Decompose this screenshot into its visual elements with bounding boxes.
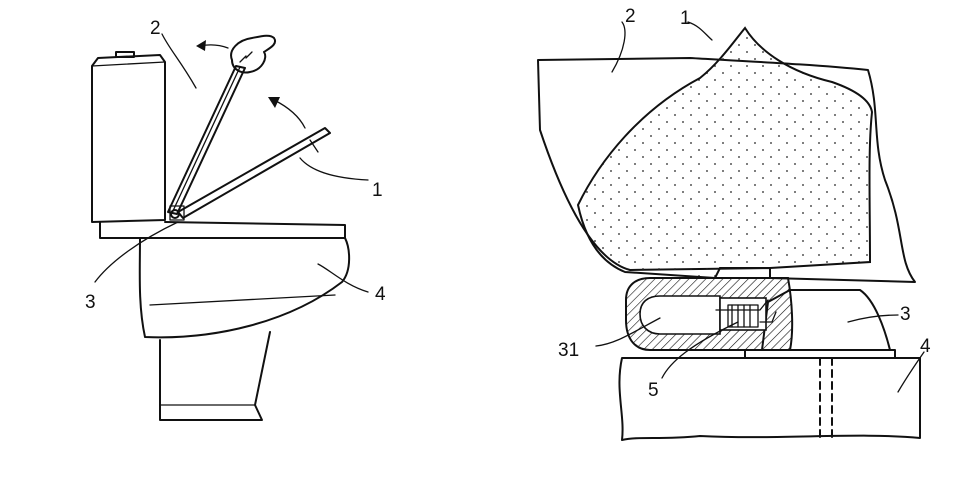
label-hinge: 3 — [900, 304, 911, 325]
label-seat: 1 — [372, 180, 383, 201]
spring-icon — [715, 299, 777, 328]
label-bowl: 4 — [920, 336, 931, 357]
hinge-cross-section — [625, 277, 794, 351]
figure-left-toilet: 2 1 3 4 — [85, 18, 386, 421]
label-lid: 2 — [625, 6, 636, 27]
label-bowl: 4 — [375, 284, 386, 305]
label-lid: 2 — [150, 18, 161, 39]
label-seat: 1 — [680, 8, 691, 29]
hinge-block — [744, 289, 896, 359]
figure-right-section: 2 1 31 5 3 4 — [537, 6, 931, 441]
hand-icon — [230, 34, 276, 74]
label-mount: 31 — [558, 340, 579, 361]
toilet-lid — [167, 65, 246, 215]
seat-stippled-area — [576, 26, 874, 280]
lift-arrow-icon — [196, 40, 229, 51]
bowl-section — [618, 357, 921, 441]
hinge-assembly — [169, 205, 185, 221]
toilet-bowl — [99, 221, 351, 339]
label-hinge: 3 — [85, 292, 96, 313]
toilet-pedestal — [159, 331, 271, 421]
toilet-seat — [177, 127, 331, 219]
rotate-arrow-icon — [268, 97, 306, 129]
cistern-tank — [91, 51, 166, 223]
label-spring: 5 — [648, 380, 659, 401]
